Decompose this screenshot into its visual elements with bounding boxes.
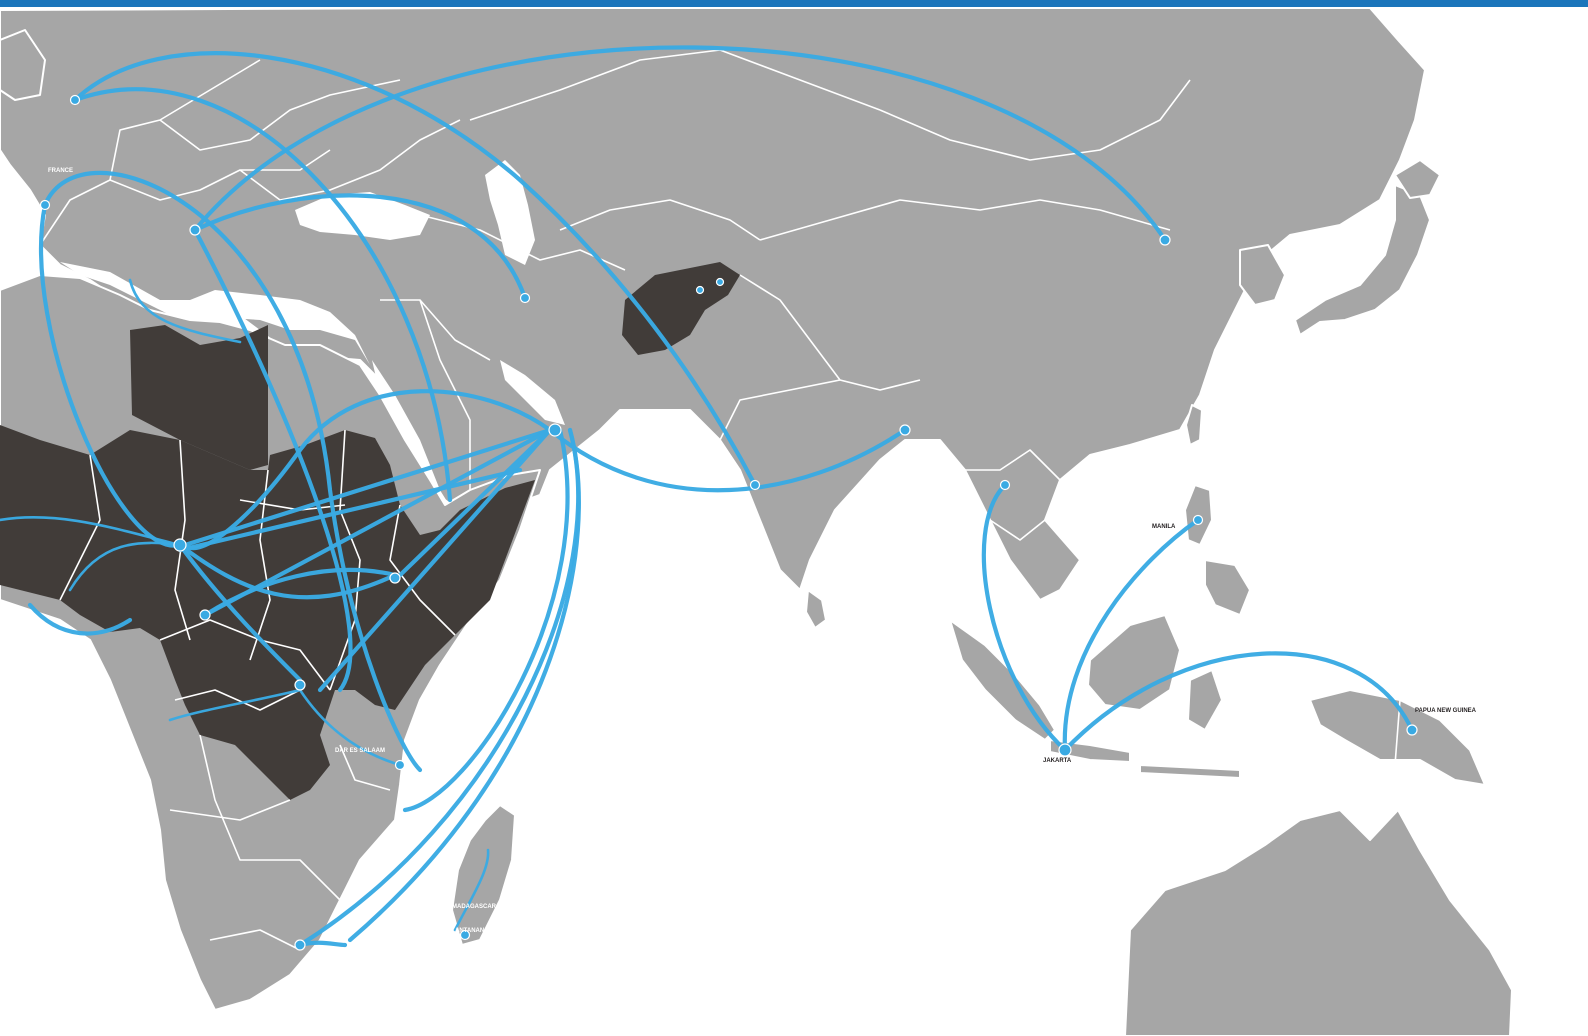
sri-lanka-landmass [805,589,827,629]
route-arc [298,688,402,767]
hub-marker [999,479,1011,491]
hub-marker [459,929,471,941]
route-arc [177,542,303,683]
label-papua-new-guinea: PAPUA NEW GUINEA [1415,708,1477,714]
route-arc [297,940,348,948]
hub-marker [1159,234,1171,246]
hub-marker [548,423,562,437]
hub-marker [1406,724,1418,736]
route-arc [392,427,553,583]
persian-gulf [500,360,565,425]
label-france: FRANCE [48,168,73,174]
hub-marker [173,538,187,552]
label-jakarta: JAKARTA [1043,758,1072,764]
hubs-layer [39,94,1418,951]
korea-landmass [1239,244,1286,306]
philippines-landmass [1184,484,1251,616]
label-manila: MANILA [1152,524,1176,530]
route-arc [547,427,908,493]
hub-marker [715,277,725,287]
hub-marker [519,292,531,304]
hub-marker [189,224,201,236]
sulawesi-landmass [1187,669,1223,731]
lesser-sunda-islands [1139,764,1241,779]
red-sea [372,360,452,520]
bay-of-bengal [835,445,925,580]
hub-marker [899,424,911,436]
afghanistan-shape [622,262,740,355]
hub-marker [1058,743,1072,757]
route-arc [0,516,182,547]
hub-marker [199,609,211,621]
route-arc [202,567,398,618]
libya-shape [130,325,268,470]
hub-marker [749,479,761,491]
route-arc [297,427,581,948]
australia-landmass [1124,809,1513,1036]
hub-marker [294,679,306,691]
route-arc [72,51,758,488]
route-arc [182,427,553,548]
mediterranean-sea [60,262,370,365]
route-arc [177,542,398,600]
black-sea [295,192,430,240]
japan-landmass [1294,184,1431,336]
supply-routes-layer [0,45,1415,948]
route-arc [453,848,490,932]
hokkaido-landmass [1394,159,1441,199]
hub-marker [394,759,406,771]
route-arc [192,45,1168,243]
top-rule [0,0,1588,7]
route-arc [402,427,570,813]
label-dar-es-salaam: DAR ES SALAAM [335,748,385,754]
hub-marker [39,199,51,211]
hub-marker [69,94,81,106]
label-madagascar: MADAGASCAR [452,904,497,910]
place-labels-layer: FRANCE MANILA PAPUA NEW GUINEA JAKARTA M… [48,168,1477,934]
hub-marker [1192,514,1204,526]
label-antananarivo: ANTANANARIVO [455,928,504,934]
route-arc [981,482,1068,753]
route-arc [42,170,423,773]
route-arc [128,278,242,344]
caspian-sea [485,160,535,265]
route-arc [1062,651,1415,753]
hub-marker [695,285,705,295]
route-arc [68,541,182,592]
british-isles-landmass [0,29,46,101]
route-arc [27,602,133,636]
route-arc [1062,517,1201,753]
route-arc [168,688,302,722]
borneo-landmass [1087,614,1181,711]
route-arc [177,467,523,553]
taiwan-landmass [1185,404,1203,446]
route-arc [192,193,528,301]
route-arc [72,87,453,503]
hub-marker [389,572,401,584]
hub-marker [294,939,306,951]
